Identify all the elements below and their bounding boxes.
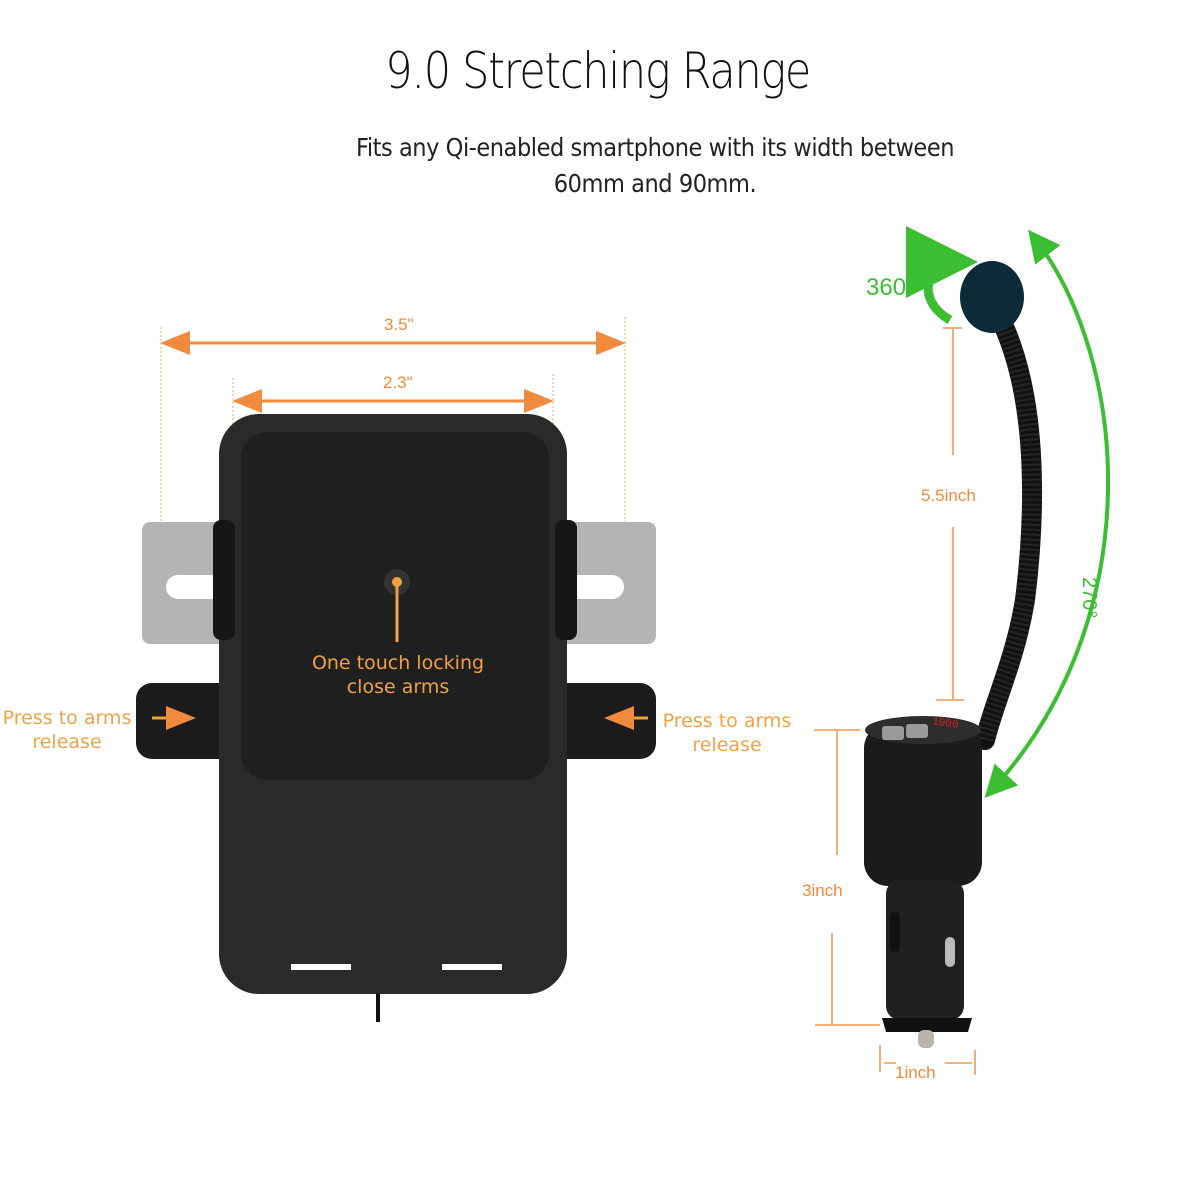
rotation-arrow — [905, 226, 978, 324]
extended-arm-left — [142, 522, 228, 644]
outer-width-label: 3.5" — [384, 315, 414, 334]
page-subtitle: Fits any Qi-enabled smartphone with its … — [355, 133, 955, 198]
bend-arc — [984, 229, 1110, 798]
body-height-label: 3inch — [802, 881, 843, 900]
left-release-callout: Press to arms release — [2, 707, 132, 753]
bend-label: 270° — [1078, 577, 1100, 619]
plug-width-label: 1inch — [895, 1063, 936, 1082]
page-title: 9.0 Stretching Range — [385, 42, 811, 100]
charger-body — [864, 724, 982, 886]
inner-width-label: 2.3" — [383, 373, 413, 392]
charging-pad — [241, 432, 549, 780]
plug-barrel — [886, 880, 964, 1020]
rotation-label: 360° — [866, 274, 916, 301]
right-release-callout: Press to arms release — [662, 710, 792, 756]
center-callout: One touch locking close arms — [311, 652, 485, 698]
mount-head — [960, 261, 1024, 333]
neck-length-label: 5.5inch — [921, 486, 976, 505]
